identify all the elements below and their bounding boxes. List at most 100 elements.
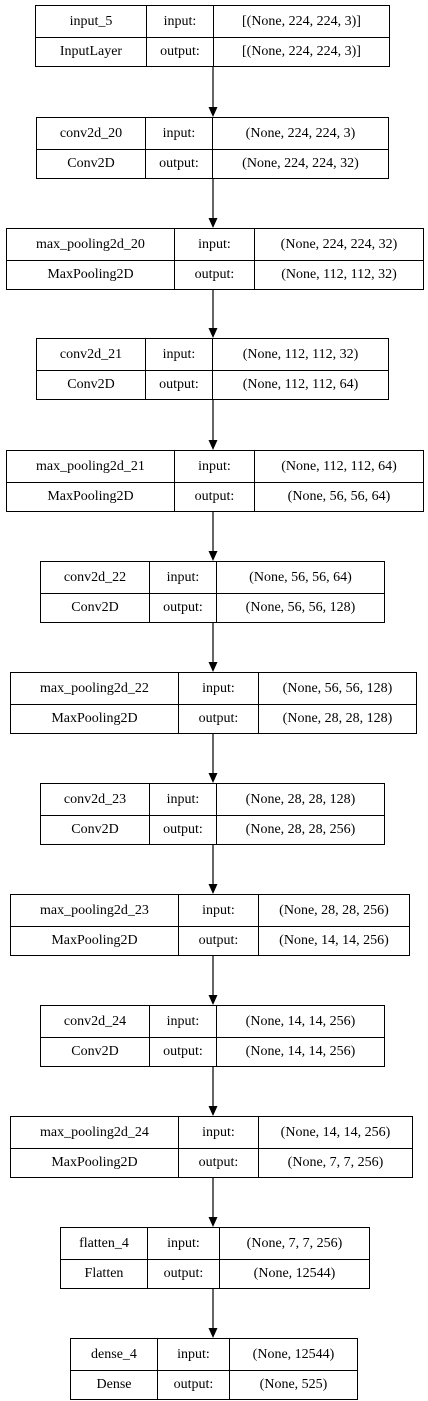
output-shape: (None, 56, 56, 128) xyxy=(216,593,384,622)
input-shape: (None, 224, 224, 3) xyxy=(212,118,388,149)
arrowhead-icon xyxy=(208,218,218,228)
output-label: output: xyxy=(174,482,254,511)
output-shape: (None, 56, 56, 64) xyxy=(254,482,423,511)
layer-type: MaxPooling2D xyxy=(51,710,138,726)
layer-name: conv2d_23 xyxy=(63,791,127,807)
layer-type: Conv2D xyxy=(67,155,115,171)
arrowhead-icon xyxy=(208,884,218,894)
layer-type: Conv2D xyxy=(71,1043,119,1059)
layer-name: max_pooling2d_22 xyxy=(40,680,149,696)
arrowhead-icon xyxy=(208,328,218,338)
input-shape: (None, 56, 56, 64) xyxy=(216,562,384,593)
input-shape: (None, 56, 56, 128) xyxy=(258,673,416,704)
layer-type: MaxPooling2D xyxy=(51,1154,138,1170)
layer-name: conv2d_22 xyxy=(63,569,127,585)
layer-type: Conv2D xyxy=(71,599,119,615)
output-label: output: xyxy=(149,1037,216,1066)
output-label: output: xyxy=(174,260,254,289)
input-label: input: xyxy=(147,1228,219,1259)
layer-name: max_pooling2d_21 xyxy=(36,458,145,474)
output-label: output: xyxy=(178,926,258,955)
output-label: output: xyxy=(157,1370,229,1399)
arrowhead-icon xyxy=(208,1217,218,1227)
layer-name: input_5 xyxy=(69,13,113,29)
layer-node-max_pooling2d_22: max_pooling2d_22 input:(None, 56, 56, 128… xyxy=(10,672,417,734)
layer-name: flatten_4 xyxy=(79,1235,129,1251)
output-shape: (None, 525) xyxy=(229,1370,357,1399)
layer-output-row: MaxPooling2D output:(None, 56, 56, 64) xyxy=(7,482,423,511)
input-label: input: xyxy=(146,6,213,37)
input-label: input: xyxy=(174,229,254,260)
layer-output-row: Conv2D output:(None, 224, 224, 32) xyxy=(37,149,388,178)
output-label: output: xyxy=(145,370,212,399)
arrowhead-icon xyxy=(208,551,218,561)
input-shape: (None, 224, 224, 32) xyxy=(254,229,423,260)
arrowhead-icon xyxy=(208,1106,218,1116)
layer-input-row: max_pooling2d_24 input:(None, 14, 14, 256… xyxy=(11,1117,412,1149)
input-shape: [(None, 224, 224, 3)] xyxy=(213,6,389,37)
output-shape: (None, 28, 28, 128) xyxy=(258,704,416,733)
layer-input-row: dense_4 input:(None, 12544) xyxy=(71,1339,357,1371)
layer-name: dense_4 xyxy=(91,1346,137,1362)
input-label: input: xyxy=(157,1339,229,1370)
output-shape: (None, 112, 112, 32) xyxy=(254,260,423,289)
layer-type: Dense xyxy=(96,1376,132,1392)
layer-output-row: Conv2D output:(None, 56, 56, 128) xyxy=(41,593,384,622)
output-label: output: xyxy=(145,149,212,178)
layer-output-row: Dense output:(None, 525) xyxy=(71,1370,357,1399)
input-label: input: xyxy=(178,895,258,926)
layer-node-dense_4: dense_4 input:(None, 12544) Dense output:(N… xyxy=(70,1338,358,1400)
output-shape: (None, 14, 14, 256) xyxy=(258,926,409,955)
input-shape: (None, 12544) xyxy=(229,1339,357,1370)
input-shape: (None, 14, 14, 256) xyxy=(258,1117,412,1148)
arrowhead-icon xyxy=(208,662,218,672)
layer-type: Flatten xyxy=(84,1265,124,1281)
layer-input-row: input_5 input:[(None, 224, 224, 3)] xyxy=(36,6,389,38)
input-label: input: xyxy=(178,673,258,704)
output-label: output: xyxy=(178,1148,258,1177)
arrowhead-icon xyxy=(208,995,218,1005)
output-shape: (None, 224, 224, 32) xyxy=(212,149,388,178)
input-label: input: xyxy=(149,1006,216,1037)
layer-name: conv2d_24 xyxy=(63,1013,127,1029)
output-label: output: xyxy=(178,704,258,733)
layer-type: Conv2D xyxy=(71,821,119,837)
output-label: output: xyxy=(146,37,213,66)
layer-name: max_pooling2d_24 xyxy=(40,1124,149,1140)
layer-name: conv2d_21 xyxy=(59,346,123,362)
layer-input-row: conv2d_20 input:(None, 224, 224, 3) xyxy=(37,118,388,150)
output-label: output: xyxy=(149,593,216,622)
input-shape: (None, 7, 7, 256) xyxy=(219,1228,369,1259)
layer-input-row: flatten_4 input:(None, 7, 7, 256) xyxy=(61,1228,369,1260)
input-label: input: xyxy=(145,118,212,149)
input-shape: (None, 28, 28, 256) xyxy=(258,895,409,926)
output-shape: (None, 112, 112, 64) xyxy=(212,370,388,399)
layer-input-row: max_pooling2d_22 input:(None, 56, 56, 128… xyxy=(11,673,416,705)
arrowhead-icon xyxy=(208,107,218,117)
input-label: input: xyxy=(178,1117,258,1148)
arrowhead-icon xyxy=(208,440,218,450)
input-shape: (None, 112, 112, 32) xyxy=(212,339,388,370)
layer-type: MaxPooling2D xyxy=(47,488,134,504)
layer-name: conv2d_20 xyxy=(59,125,123,141)
